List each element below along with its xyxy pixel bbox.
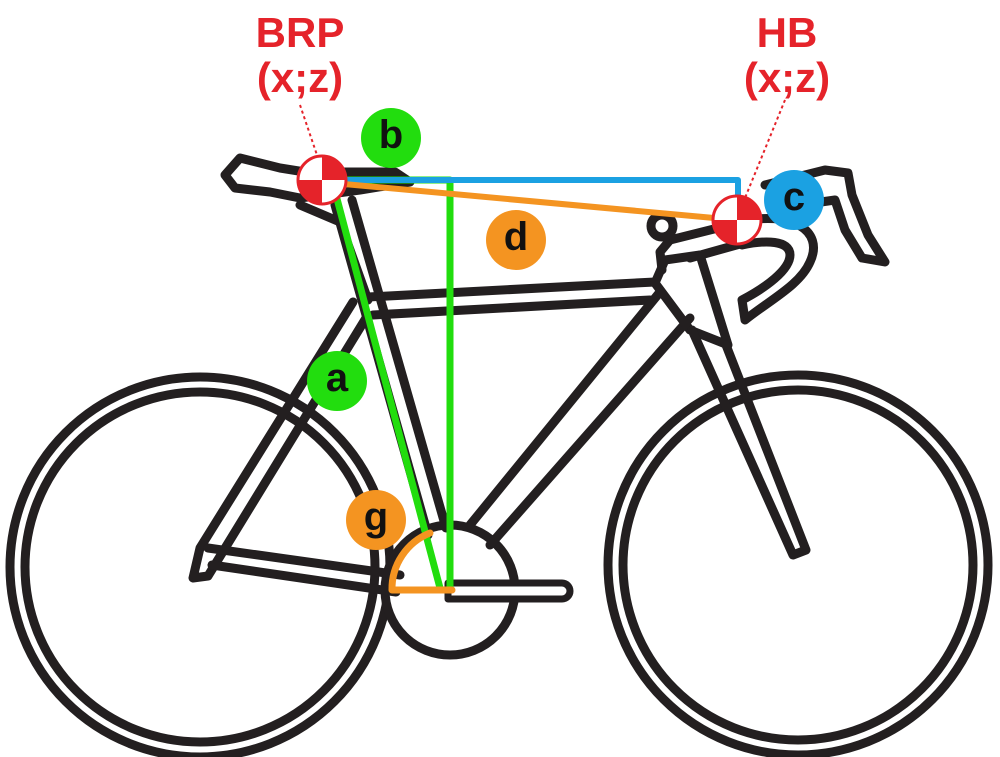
stem [655, 220, 745, 275]
brp-label: BRP (x;z) [256, 9, 345, 101]
brp-title: BRP [256, 9, 345, 56]
front-wheel [603, 370, 993, 757]
hb-target-icon [711, 99, 786, 246]
marker-c: c [764, 170, 824, 230]
brp-coords: (x;z) [257, 54, 343, 101]
top-tube [363, 277, 660, 320]
line-c [337, 177, 741, 203]
hb-label: HB (x;z) [744, 9, 830, 101]
hb-coords: (x;z) [744, 54, 830, 101]
marker-a: a [307, 351, 367, 411]
line-a [332, 191, 444, 592]
down-tube [465, 287, 695, 550]
measurement-lines [318, 176, 741, 594]
marker-g: g [346, 490, 406, 550]
spacer [646, 210, 678, 242]
marker-b-letter: b [379, 113, 403, 157]
marker-a-letter: a [326, 356, 349, 400]
brp-target-icon [296, 104, 348, 206]
reference-markers [296, 99, 786, 246]
brake-hood [760, 165, 890, 267]
line-d [319, 179, 739, 223]
hb-title: HB [757, 9, 818, 56]
marker-c-letter: c [783, 175, 805, 219]
marker-d: d [486, 210, 546, 270]
angle-g-arc [388, 529, 456, 594]
fork [687, 325, 811, 560]
marker-d-letter: d [504, 215, 528, 259]
marker-b: b [361, 108, 421, 168]
marker-g-letter: g [364, 495, 388, 539]
seat-stay [188, 297, 371, 583]
handlebar-drop [735, 214, 818, 325]
chain-stay [203, 543, 405, 597]
crank-arm [444, 579, 574, 603]
